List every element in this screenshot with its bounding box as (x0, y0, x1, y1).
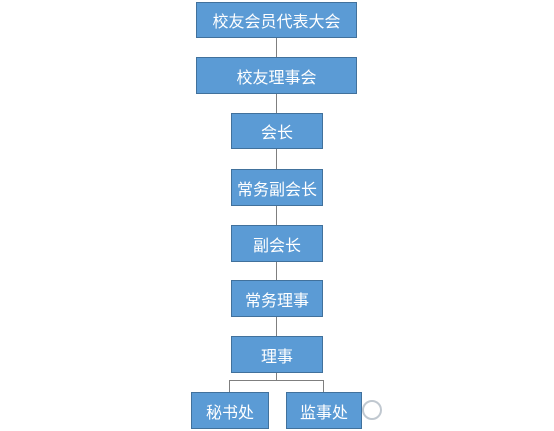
node-alumni-council: 校友理事会 (196, 57, 357, 94)
node-secretariat: 秘书处 (191, 392, 269, 429)
branch-connector (229, 380, 230, 392)
connector (276, 94, 277, 113)
connector (276, 149, 277, 169)
connector (276, 38, 277, 57)
node-executive-vice-president: 常务副会长 (231, 169, 323, 206)
node-president: 会长 (231, 113, 323, 149)
node-alumni-assembly: 校友会员代表大会 (196, 2, 357, 38)
connector (276, 317, 277, 336)
node-executive-director: 常务理事 (231, 280, 323, 317)
branch-connector (323, 380, 324, 392)
connector (276, 262, 277, 280)
node-supervisory-office: 监事处 (286, 392, 362, 429)
watermark-circle-icon (362, 400, 382, 420)
branch-connector (229, 380, 324, 381)
connector (276, 373, 277, 380)
node-director: 理事 (231, 336, 323, 373)
connector (276, 206, 277, 225)
node-vice-president: 副会长 (231, 225, 323, 262)
